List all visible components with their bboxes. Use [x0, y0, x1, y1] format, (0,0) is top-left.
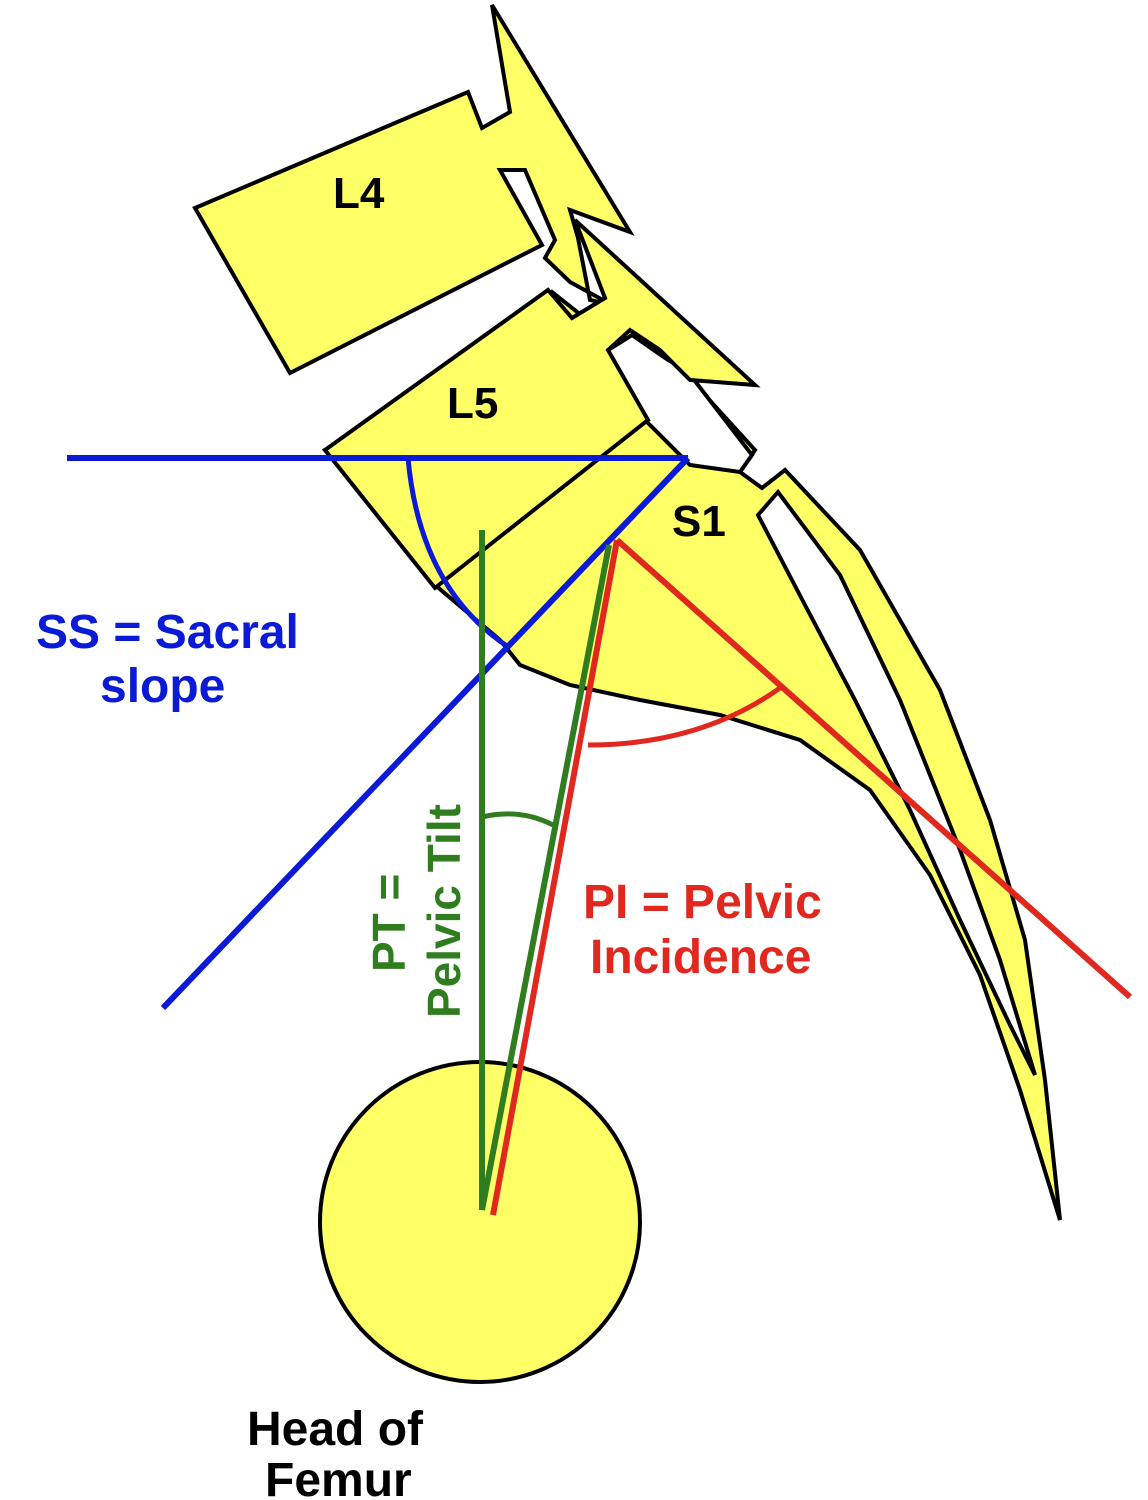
ss-label-line2: slope: [100, 660, 225, 713]
pi-label-line1: PI = Pelvic: [583, 876, 822, 929]
s1-label: S1: [672, 497, 726, 546]
femur-label-line1: Head of: [247, 1403, 424, 1456]
pi-label-line2: Incidence: [590, 931, 811, 984]
pt-angle-arc: [482, 814, 553, 825]
pt-label-line1: PT =: [363, 874, 415, 972]
pt-label-line2: Pelvic Tilt: [418, 804, 470, 1018]
sacral-canal-shape: [758, 492, 1035, 1075]
ss-label-line1: SS = Sacral: [36, 606, 299, 659]
femur-label-line2: Femur: [265, 1454, 412, 1500]
l4-label: L4: [333, 169, 385, 218]
l5-label: L5: [447, 379, 498, 428]
